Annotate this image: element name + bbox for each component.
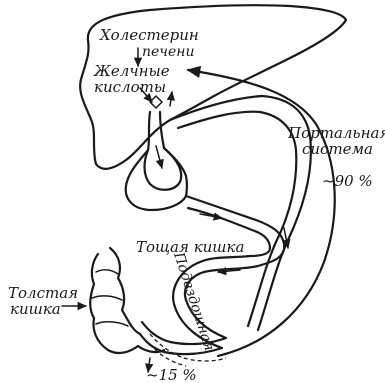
label-colon-2: кишка <box>10 300 61 318</box>
label-portal-percent: ~90 % <box>322 172 373 190</box>
gallbladder <box>145 148 182 190</box>
gallbladder-arrow <box>156 146 162 168</box>
label-liver: печени <box>142 44 195 60</box>
colon-outline <box>90 254 164 353</box>
label-bile-acids-2: кислоты <box>94 78 166 96</box>
label-jejunum: Тощая кишка <box>136 238 244 256</box>
label-excretion-percent: ~15 % <box>146 366 197 383</box>
colon-haustra-1 <box>96 270 118 274</box>
label-cholesterol: Холестерин <box>99 26 199 44</box>
label-portal-2: система <box>302 140 373 158</box>
colon-haustra-3 <box>96 322 128 326</box>
colon-outline-right <box>110 248 140 334</box>
diamond-up-arrow <box>170 92 172 106</box>
colon-haustra-2 <box>92 296 122 300</box>
